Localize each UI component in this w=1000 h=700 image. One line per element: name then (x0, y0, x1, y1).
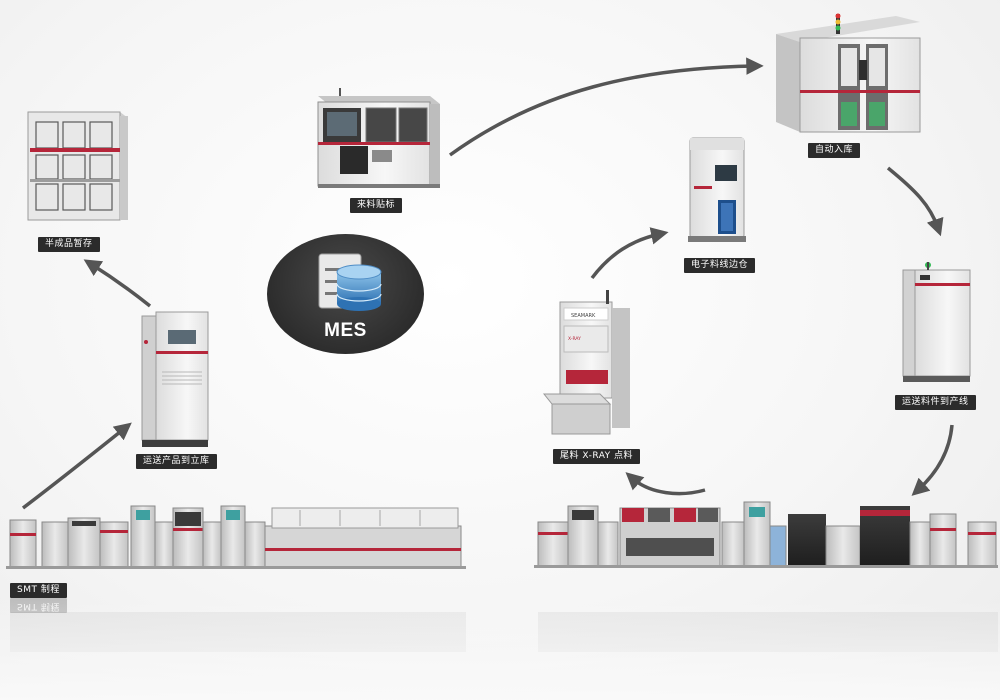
flow-arrows (21, 57, 954, 510)
product-transport-agv (141, 311, 209, 447)
label-transport-to-tower: 运送产品到立库 (136, 454, 217, 469)
arrow-smt-to-tower (21, 422, 132, 510)
label-line-side-warehouse: 电子料线边仓 (684, 258, 756, 273)
xray-counter: SEAMARK X-RAY (542, 290, 630, 435)
mes-system-hub: MES (267, 234, 424, 354)
auto-storage-tower (776, 13, 921, 133)
labeling-machine (317, 88, 440, 188)
material-transport-cart (902, 262, 971, 382)
label-smt-process: SMT 制程 (10, 583, 67, 598)
label-xray-counting: 尾料 X-RAY 点料 (553, 449, 641, 464)
floor-fade (0, 600, 1000, 700)
label-incoming-labeling: 来料贴标 (350, 198, 403, 213)
arrow-smt-to-xray (625, 472, 706, 496)
arrow-storage-to-transport (886, 166, 944, 237)
arrow-tower-to-buffer (83, 259, 152, 308)
arrow-xray-to-lineside (590, 227, 669, 280)
xray-brand-text: SEAMARK (571, 313, 596, 319)
mes-title: MES (324, 320, 367, 341)
xray-model-text: X-RAY (568, 336, 581, 342)
arrow-labeling-to-storage (448, 57, 764, 157)
smt-line-right (534, 501, 998, 568)
line-side-warehouse (688, 137, 746, 242)
semi-finished-rack (27, 111, 128, 221)
label-semi-finished-buffer: 半成品暂存 (38, 237, 100, 252)
server-database-icon (318, 253, 382, 311)
label-transport-to-line: 运送料件到产线 (895, 395, 976, 410)
label-auto-storage: 自动入库 (808, 143, 861, 158)
arrow-transport-to-smt (911, 424, 954, 496)
smt-line-left (6, 505, 466, 569)
